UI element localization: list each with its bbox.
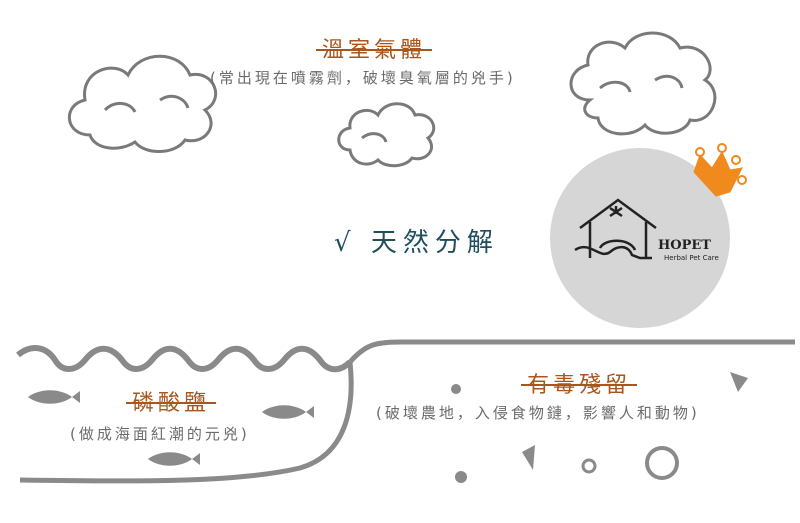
subtitle-toxic-residue: (破壞農地，入侵食物鏈，影響人和動物) [376, 404, 700, 422]
cloud-left-icon [67, 54, 218, 153]
fish-icon [28, 390, 80, 404]
particle-ring [581, 458, 597, 474]
ground-curve [348, 339, 795, 364]
particle-ring [645, 446, 679, 480]
particle-dot [451, 384, 461, 394]
badge-circle [550, 148, 730, 328]
strike-line [521, 383, 638, 386]
particle-dot [455, 471, 467, 483]
heading-greenhouse-gas: 溫室氣體 [316, 32, 433, 64]
strike-line [316, 48, 433, 51]
natural-decompose-text: √ 天然分解 [334, 228, 499, 258]
house-logo-icon [574, 198, 657, 260]
cloud-right-icon [569, 31, 717, 136]
particle-triangle [730, 372, 748, 392]
fish-icon [148, 452, 200, 466]
logo-tagline: Herbal Pet Care [664, 254, 719, 262]
subtitle-phosphate: (做成海面紅潮的元兇) [70, 425, 250, 443]
particle-triangle [522, 445, 535, 470]
wave-line [16, 345, 353, 373]
heading-toxic-residue: 有毒殘留 [521, 367, 638, 399]
fish-icon [262, 405, 314, 419]
cloud-small-icon [337, 102, 436, 168]
logo-brand: HOPET [658, 238, 711, 253]
ground-curve-lower [19, 361, 354, 484]
crown-icon [693, 143, 747, 197]
subtitle-greenhouse-gas: (常出現在噴霧劑，破壞臭氧層的兇手) [210, 69, 516, 87]
strike-line [126, 401, 217, 404]
heading-phosphate: 磷酸鹽 [126, 385, 217, 417]
